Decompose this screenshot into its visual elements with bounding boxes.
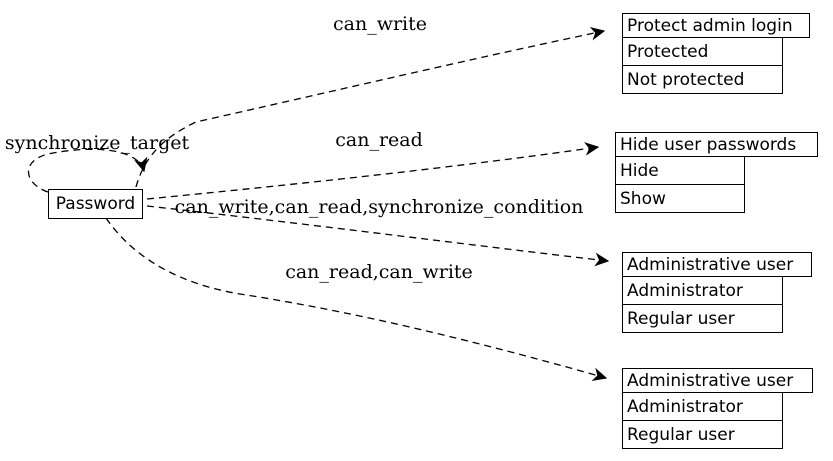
edge-label-synchronize-target: synchronize_target [4, 132, 190, 154]
edge-can-read-can-write [105, 217, 608, 382]
field-table-option: Hide [615, 157, 745, 185]
edge-can-read [146, 142, 600, 200]
edge-label-can-read: can_read [335, 129, 423, 151]
field-table-administrative-user-2: Administrative user Administrator Regula… [622, 368, 813, 449]
field-table-title: Administrative user [622, 368, 813, 393]
field-table-hide-user-passwords: Hide user passwords Hide Show [615, 132, 818, 213]
field-table-administrative-user-1: Administrative user Administrator Regula… [622, 252, 812, 333]
field-table-protect-admin-login: Protect admin login Protected Not protec… [622, 13, 810, 94]
field-table-title: Protect admin login [622, 13, 810, 38]
edge-synchronize-target-self-loop [27, 148, 148, 193]
field-table-option: Show [615, 185, 745, 213]
edge-label-can-write: can_write [332, 13, 428, 35]
field-table-title: Hide user passwords [615, 132, 818, 157]
field-table-option: Not protected [622, 66, 783, 94]
edge-label-can-write-can-read-synchronize-condition: can_write,can_read,synchronize_condition [174, 196, 584, 218]
field-table-title: Administrative user [622, 252, 812, 277]
field-table-option: Administrator [622, 277, 783, 305]
password-node: Password [48, 189, 143, 219]
field-table-option: Regular user [622, 305, 783, 333]
field-table-option: Regular user [622, 421, 783, 449]
edge-label-can-read-can-write: can_read,can_write [285, 261, 473, 283]
edge-can-write-can-read-synchronize-condition [146, 205, 610, 267]
edge-can-write [135, 26, 606, 188]
field-table-option: Protected [622, 38, 783, 66]
field-table-option: Administrator [622, 393, 783, 421]
